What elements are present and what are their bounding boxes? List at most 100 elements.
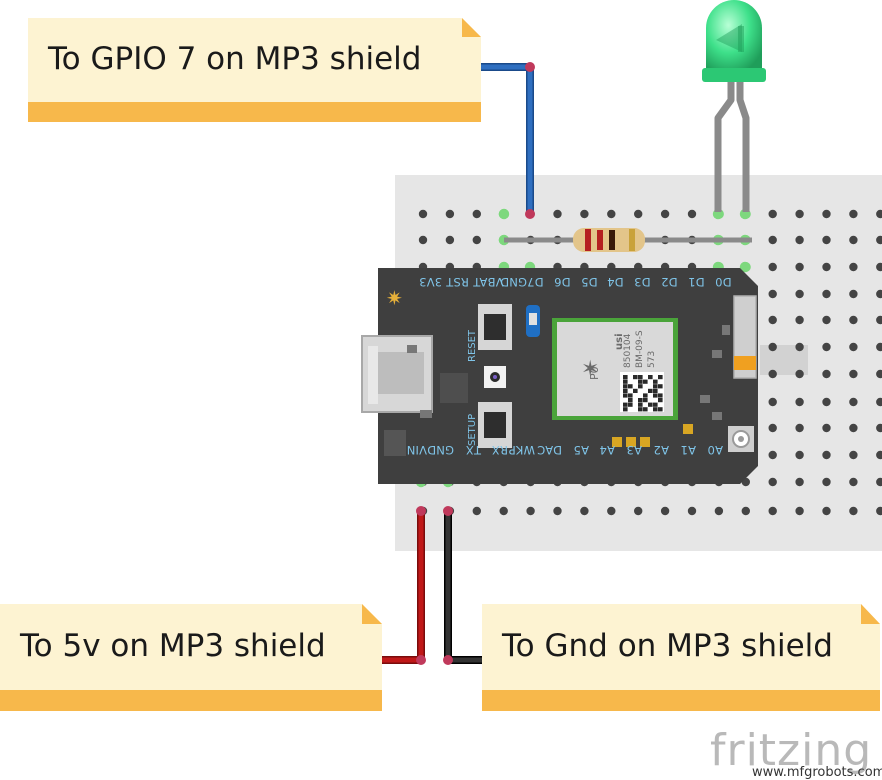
qr-cell xyxy=(633,375,638,380)
usb-port-icon xyxy=(361,335,433,413)
breadboard-hole xyxy=(741,506,750,516)
chip-small xyxy=(440,373,468,403)
breadboard-hole xyxy=(849,450,858,460)
pin-label: DAC xyxy=(537,443,562,457)
rgb-led-icon xyxy=(484,366,506,388)
breadboard-hole xyxy=(795,315,804,325)
pin-label: A1 xyxy=(680,443,696,457)
breadboard-hole xyxy=(768,423,777,433)
pin-label: TX xyxy=(466,443,482,457)
breadboard-hole xyxy=(472,209,481,219)
qr-cell xyxy=(638,398,643,403)
breadboard-hole xyxy=(849,315,858,325)
breadboard-hole xyxy=(768,477,777,487)
breadboard-hole xyxy=(849,235,858,245)
qr-cell xyxy=(653,402,658,407)
watermark: www.mfgrobots.com xyxy=(752,765,882,780)
qr-cell xyxy=(643,393,648,398)
pin-label: D6 xyxy=(554,275,571,289)
pin-label: D2 xyxy=(661,275,678,289)
module-line3: 573 xyxy=(647,351,657,368)
breadboard-hole xyxy=(418,209,428,219)
breadboard-hole xyxy=(876,342,882,352)
wifi-module: ✶ P0 850104 BM-09-S 573 usi xyxy=(552,318,678,420)
pin-label: RX xyxy=(492,443,508,457)
breadboard-hole xyxy=(822,369,831,379)
breadboard-hole xyxy=(768,315,777,325)
breadboard-hole xyxy=(660,506,670,516)
breadboard-hole xyxy=(822,209,831,219)
breadboard-hole xyxy=(849,506,858,516)
qr-cell xyxy=(658,398,663,403)
breadboard-hole xyxy=(526,506,535,516)
pin-label: VIN xyxy=(407,443,427,457)
pin-label: A2 xyxy=(653,443,669,457)
breadboard-hole xyxy=(768,209,777,219)
qr-cell xyxy=(648,402,653,407)
breadboard-hole xyxy=(849,209,858,219)
breadboard-hole xyxy=(768,369,777,379)
qr-cell xyxy=(643,407,648,412)
breadboard-hole xyxy=(822,342,831,352)
breadboard-hole xyxy=(822,262,831,272)
breadboard-hole xyxy=(849,342,858,352)
breadboard-hole xyxy=(876,289,882,299)
qr-cell xyxy=(623,384,628,389)
qr-cell xyxy=(643,379,648,384)
qr-cell xyxy=(633,388,638,393)
resistor-icon xyxy=(573,228,645,252)
module-brand: usi xyxy=(614,334,625,351)
qr-cell xyxy=(638,407,643,412)
breadboard-hole xyxy=(849,423,858,433)
green-led-icon xyxy=(702,0,766,82)
qr-cell xyxy=(623,393,628,398)
qr-cell xyxy=(623,402,628,407)
breadboard-hole xyxy=(849,369,858,379)
breadboard-hole xyxy=(687,209,697,219)
pin-label: WKP xyxy=(509,443,535,457)
breadboard-hole xyxy=(822,397,831,407)
breadboard-hole xyxy=(849,262,858,272)
breadboard-hole xyxy=(876,450,882,460)
breadboard-hole xyxy=(849,289,858,299)
setup-label: SETUP xyxy=(467,414,478,446)
qr-cell xyxy=(658,384,663,389)
setup-button[interactable] xyxy=(478,402,512,448)
breadboard-hole xyxy=(795,235,804,245)
breadboard-hole xyxy=(472,235,481,245)
breadboard-hole xyxy=(768,289,777,299)
pin-label: D1 xyxy=(688,275,705,289)
led-legs xyxy=(714,82,750,212)
breadboard-hole xyxy=(795,477,804,487)
qr-cell xyxy=(628,402,633,407)
breadboard-hole xyxy=(876,397,882,407)
breadboard-hole xyxy=(660,209,670,219)
note-gpio7: To GPIO 7 on MP3 shield xyxy=(28,18,481,122)
pin-label: D0 xyxy=(715,275,732,289)
breadboard-hole xyxy=(795,397,804,407)
breadboard-hole xyxy=(876,262,882,272)
qr-cell xyxy=(628,393,633,398)
reset-button[interactable] xyxy=(478,304,512,350)
qr-cell xyxy=(628,384,633,389)
note-5v-text: To 5v on MP3 shield xyxy=(19,628,326,664)
qr-cell xyxy=(623,375,628,380)
spark-logo-icon: ✶ xyxy=(581,357,599,382)
breadboard-hole xyxy=(607,209,616,219)
breadboard-hole xyxy=(876,235,882,245)
reset-label: RESET xyxy=(467,329,478,362)
qr-cell xyxy=(653,388,658,393)
qr-cell xyxy=(648,388,653,393)
note-5v: To 5v on MP3 shield xyxy=(0,604,382,711)
breadboard-hole xyxy=(768,342,777,352)
breadboard-hole xyxy=(822,235,831,245)
pin-label: A5 xyxy=(573,443,589,457)
photon-board: RESET SETUP ✶ P0 850104 BM-09-S 573 usi xyxy=(361,268,758,484)
slide-switch xyxy=(733,295,757,379)
wire-gpio7 xyxy=(481,62,535,219)
breadboard-hole xyxy=(876,315,882,325)
breadboard-hole xyxy=(634,506,643,516)
pin-label: GND xyxy=(500,275,527,289)
breadboard-hole xyxy=(795,262,804,272)
breadboard-hole xyxy=(768,262,777,272)
